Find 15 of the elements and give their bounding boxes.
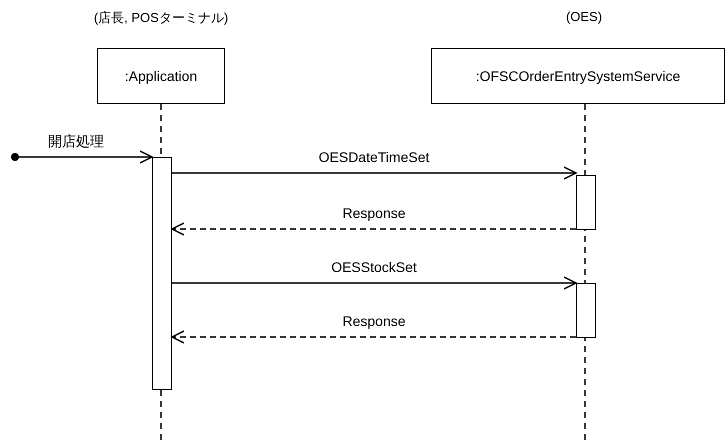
- participant-box: :OFSCOrderEntrySystemService: [431, 48, 725, 104]
- activation-bar: [576, 175, 596, 230]
- message-arrow: [171, 222, 576, 236]
- participant-caption: (OES): [566, 9, 602, 24]
- activation-bar: [152, 157, 172, 390]
- edge-label: 開店処理: [46, 133, 106, 151]
- start-dot: [11, 153, 19, 161]
- participant-caption: (店長, POSターミナル): [94, 9, 228, 27]
- edge-label: OESDateTimeSet: [316, 149, 432, 165]
- message-arrow: [171, 330, 576, 344]
- message-arrow: [172, 276, 577, 290]
- edge-label: OESStockSet: [329, 259, 419, 275]
- activation-bar: [576, 283, 596, 338]
- message-arrow: [172, 166, 577, 180]
- participant-box: :Application: [97, 48, 225, 104]
